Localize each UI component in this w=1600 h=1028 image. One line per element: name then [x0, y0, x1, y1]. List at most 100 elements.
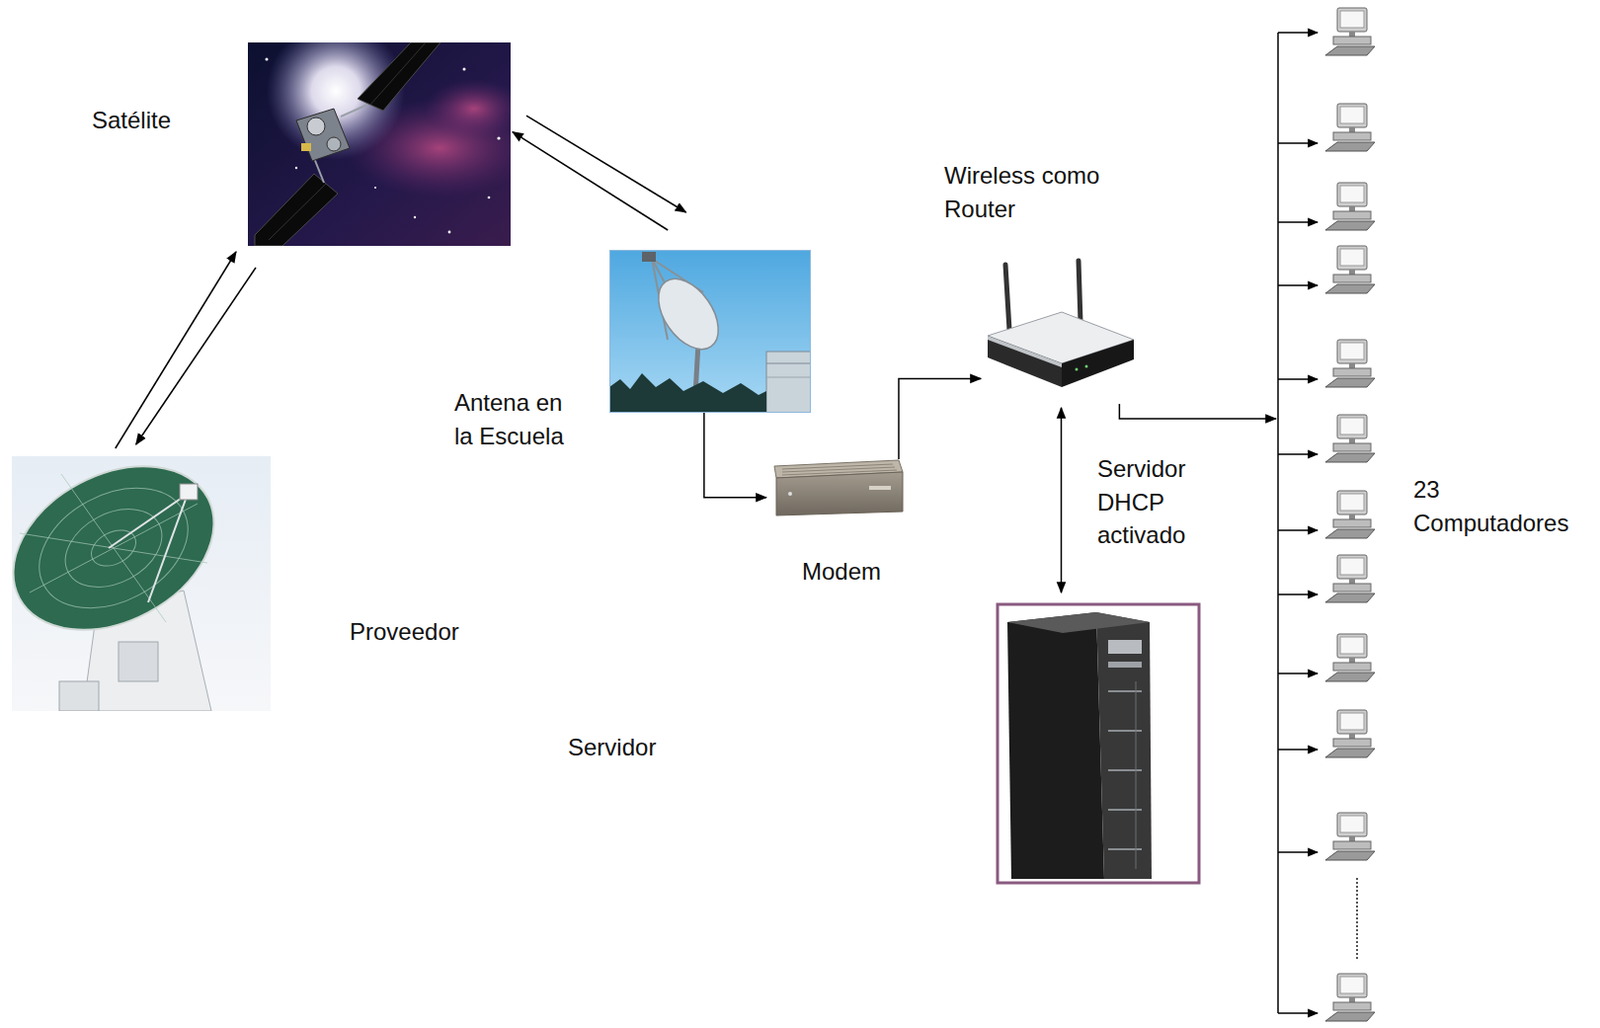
server-picture-part — [1108, 848, 1142, 851]
node-label: Wireless como Router — [944, 159, 1113, 226]
satellite-picture-part — [374, 186, 377, 189]
computer-icon-part — [1325, 142, 1375, 152]
connector-arrow — [526, 115, 687, 213]
computer-icon-part — [1337, 973, 1367, 998]
computer-icon-part — [1333, 841, 1371, 850]
computer-icon-part — [1340, 493, 1364, 511]
satellite-picture-part — [340, 104, 368, 117]
modem-picture — [774, 460, 903, 516]
bus-arrow — [1278, 593, 1318, 596]
computer-icon-part — [1340, 637, 1364, 654]
wireless-router-picture-part — [1078, 260, 1081, 322]
computer-icon-part — [1340, 10, 1364, 28]
wireless-router-picture-part — [1085, 365, 1089, 369]
school-antenna-picture-part — [766, 351, 811, 413]
wireless-router-picture-part — [1061, 339, 1134, 388]
provider-dish-picture-part — [19, 533, 208, 563]
bus-arrow — [1278, 31, 1318, 34]
computer-icon-part — [1337, 414, 1367, 439]
computer-icon-part — [1340, 815, 1364, 833]
computer-icon-part — [1349, 206, 1356, 212]
connector-arrow — [1060, 407, 1063, 593]
computer-icon — [1325, 812, 1375, 861]
computer-icon-part — [1349, 657, 1356, 663]
server-picture-part — [1108, 690, 1142, 693]
school-antenna-picture-part — [609, 249, 811, 413]
computer-icon-part — [1337, 339, 1367, 364]
computer-icon-part — [1349, 269, 1356, 275]
computer-icon-part — [1340, 558, 1364, 575]
wireless-router-picture-part — [987, 335, 1062, 388]
bus-arrow — [1278, 378, 1318, 381]
school-antenna-picture — [609, 249, 811, 413]
computer-icon-part — [1349, 127, 1356, 133]
provider-dish-picture-part — [59, 681, 99, 712]
modem-picture-part — [776, 472, 903, 516]
computer-icon-part — [1349, 438, 1356, 444]
node-label: Servidor — [567, 730, 656, 765]
school-antenna-picture-part — [645, 267, 730, 360]
computer-icon-part — [1340, 713, 1364, 730]
connector-arrow — [512, 132, 668, 231]
computer-icons — [1278, 7, 1375, 1022]
satellite-picture-part — [496, 136, 500, 140]
computer-icon-part — [1333, 583, 1371, 592]
node-label: 23 Computadores — [1413, 473, 1569, 540]
computer-icon-part — [1340, 248, 1364, 266]
computer-icon-part — [1325, 46, 1375, 56]
server-picture-part — [1135, 681, 1137, 870]
computer-icon-part — [1337, 710, 1367, 734]
computer-icon-part — [1349, 836, 1356, 842]
computer-icon-part — [1333, 368, 1371, 377]
computer-icon-part — [1337, 812, 1367, 837]
computer-icon-part — [1349, 31, 1356, 37]
router-node: Wireless como Router — [984, 259, 1138, 399]
node-label: Satélite — [91, 103, 171, 138]
satellite-picture-part — [301, 143, 312, 152]
computer-icon-part — [1333, 132, 1371, 141]
computer-icon-part — [1340, 342, 1364, 360]
computer-icon — [1325, 103, 1375, 152]
computer-icon-part — [1325, 221, 1375, 231]
server-node: Servidor — [997, 604, 1200, 883]
computer-icon-part — [1337, 245, 1367, 270]
satellite-picture-part — [254, 173, 338, 246]
computer-bus-part — [1356, 878, 1359, 960]
bus-arrow — [1278, 221, 1318, 224]
bus-arrow — [1278, 284, 1318, 287]
computer-icon — [1325, 182, 1375, 231]
satellite-picture-part — [326, 137, 341, 152]
computer-icon-part — [1349, 733, 1356, 739]
bus-arrow — [1278, 672, 1318, 675]
satellite-picture-part — [424, 79, 511, 139]
connector-arrow — [704, 412, 767, 498]
wireless-router-picture-part — [1005, 264, 1010, 330]
computer-icon-part — [1325, 453, 1375, 463]
server-picture-part — [1108, 769, 1142, 772]
connector-arrow — [1119, 403, 1277, 419]
computer-icon-part — [1340, 106, 1364, 124]
computer-icon-part — [1325, 672, 1375, 682]
computer-icon-part — [1340, 417, 1364, 435]
computer-icon-part — [1337, 7, 1367, 32]
server-picture-part — [1007, 612, 1150, 634]
computer-icon-part — [1325, 851, 1375, 861]
computer-icon-part — [1333, 519, 1371, 528]
school-antenna-picture-part — [766, 363, 811, 365]
school-antenna-node: Antena en la Escuela — [609, 249, 811, 413]
node-label: Antena en la Escuela — [454, 386, 575, 453]
computer-icon-part — [1337, 103, 1367, 128]
modem-picture-part — [869, 485, 891, 490]
computer-icon-part — [1349, 363, 1356, 369]
node-label: Modem — [801, 555, 881, 589]
computer-icon — [1325, 973, 1375, 1022]
satellite-picture-part — [370, 42, 426, 105]
wireless-router-picture-part — [1075, 368, 1079, 372]
satellite-picture-part — [307, 117, 325, 136]
computer-icon-part — [1325, 529, 1375, 539]
provider-dish-picture-part — [179, 483, 198, 500]
wireless-router-picture-part — [987, 335, 1062, 368]
modem-picture-part — [788, 491, 793, 496]
